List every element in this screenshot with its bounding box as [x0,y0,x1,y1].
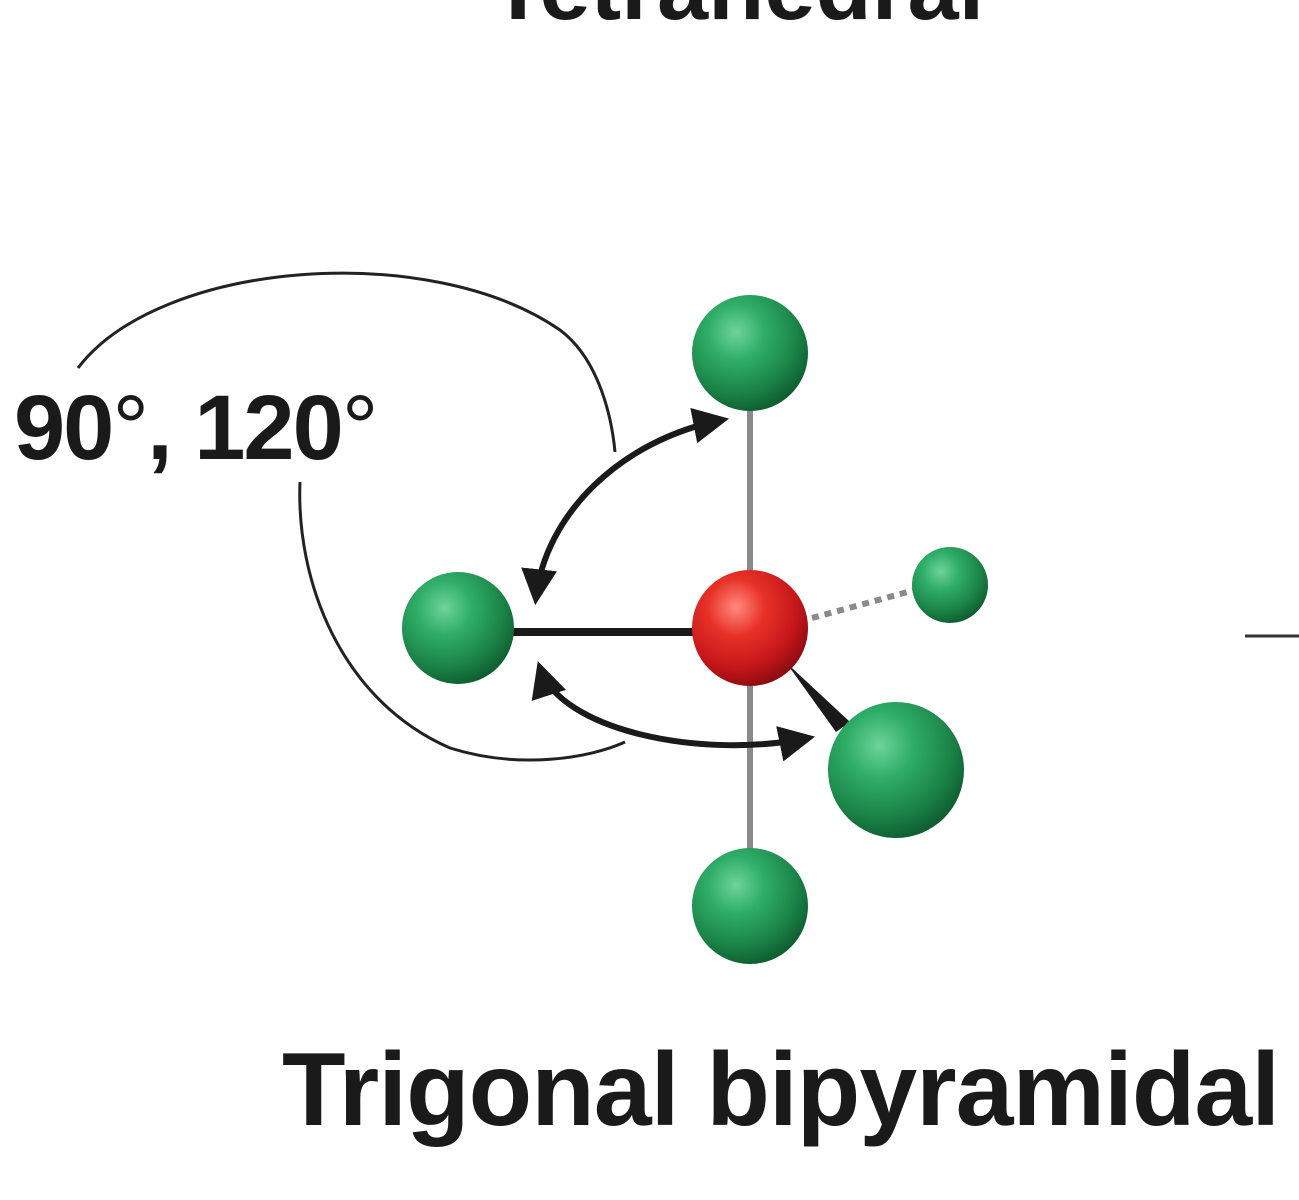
angle-value-90: 90 [14,377,114,479]
geometry-name-caption: Trigonal bipyramidal [282,1032,1280,1148]
central-atom [692,570,808,686]
ligand-atom-front [828,702,964,838]
equatorial-bond-back-dashed [811,587,916,621]
previous-geometry-title: Tetrahedral [490,0,984,38]
ligand-atom-top [692,295,808,411]
label-leader-arc [76,271,617,453]
ligand-atom-back [912,547,988,623]
degree-symbol-2: ° [341,377,379,479]
ligand-atom-bottom [692,848,808,964]
angle-value-120: , 120 [147,377,344,479]
ligand-atom-left [402,572,514,684]
bond-angle-label: 90°, 120° [14,377,379,479]
degree-symbol-1: ° [112,377,149,479]
angle-arrow-90 [521,407,730,606]
angle-arrow-120 [531,661,816,762]
